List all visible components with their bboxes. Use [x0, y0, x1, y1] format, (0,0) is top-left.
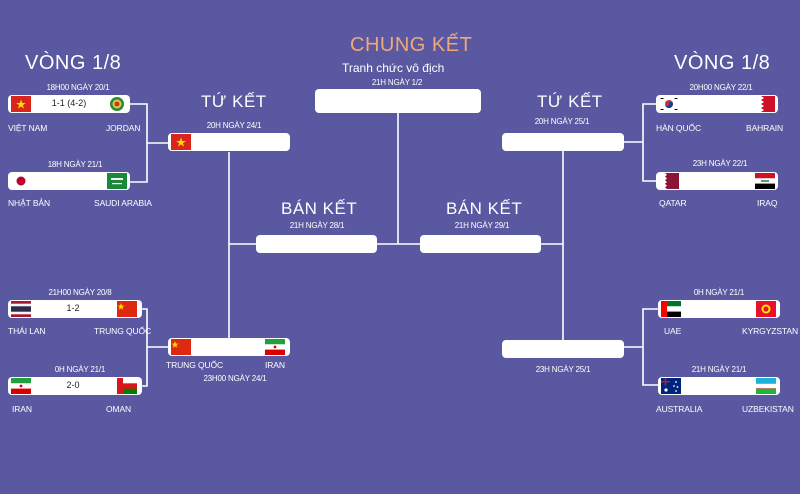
china-flag-icon — [171, 339, 191, 355]
sf-left-title: BÁN KẾT — [281, 199, 358, 218]
connector-left-r16-b — [142, 308, 148, 387]
iran-flag-icon — [11, 378, 31, 394]
match-time: 21H NGÀY 29/1 — [454, 221, 510, 230]
china-flag-icon — [117, 301, 137, 317]
match-score: 1-1 (4-2) — [51, 98, 87, 108]
kyrgyzstan-flag-icon — [756, 301, 776, 317]
team-name: UZBEKISTAN — [742, 404, 794, 414]
match-slot-uae-kyrgyzstan — [658, 300, 780, 318]
japan-flag-icon — [11, 173, 31, 189]
qf-left-title: TỨ KẾT — [201, 92, 267, 111]
r16-right-title: VÒNG 1/8 — [674, 52, 771, 74]
connector-right-r16-b — [642, 308, 658, 386]
team-name: JORDAN — [106, 123, 141, 133]
final-time: 21H NGÀY 1/2 — [371, 78, 423, 87]
qf-slot-left-2 — [168, 338, 290, 356]
match-slot-vietnam-jordan: 1-1 (4-2) — [8, 95, 130, 113]
match-time: 23H NGÀY 22/1 — [692, 159, 748, 168]
oman-flag-icon — [117, 378, 137, 394]
sf-slot-right — [420, 235, 541, 253]
australia-flag-icon — [661, 378, 681, 394]
match-time: 0H NGÀY 21/1 — [54, 365, 106, 374]
team-name: HÀN QUỐC — [656, 123, 702, 133]
iran-flag-icon — [265, 339, 285, 355]
match-time: 20H00 NGÀY 22/1 — [689, 83, 753, 92]
match-time: 23H00 NGÀY 24/1 — [203, 374, 267, 383]
team-name: SAUDI ARABIA — [94, 198, 152, 208]
match-score: 1-2 — [66, 303, 80, 313]
match-slot-korea-bahrain — [656, 95, 778, 113]
jordan-flag-icon — [107, 96, 127, 112]
thailand-flag-icon — [11, 301, 31, 317]
team-name: THÁI LAN — [8, 326, 46, 336]
match-time: 21H NGÀY 21/1 — [691, 365, 747, 374]
vietnam-flag-icon — [171, 134, 191, 150]
sf-slot-left — [256, 235, 377, 253]
match-time: 18H NGÀY 21/1 — [47, 160, 103, 169]
match-slot-thailand-china: 1-2 — [8, 300, 142, 318]
team-name: OMAN — [106, 404, 132, 414]
qatar-flag-icon — [659, 173, 679, 189]
final-subtitle: Tranh chức vô địch — [342, 61, 445, 75]
team-name: NHẬT BẢN — [8, 198, 51, 208]
match-slot-qatar-iraq — [656, 172, 778, 190]
sf-right-title: BÁN KẾT — [446, 199, 523, 218]
match-score: 2-0 — [66, 380, 80, 390]
match-time: 23H NGÀY 25/1 — [535, 365, 591, 374]
match-time: 18H00 NGÀY 20/1 — [46, 83, 110, 92]
final-slot — [315, 89, 481, 113]
iraq-flag-icon — [755, 173, 775, 189]
r16-left-title: VÒNG 1/8 — [25, 52, 122, 74]
match-time: 0H NGÀY 21/1 — [693, 288, 745, 297]
uzbekistan-flag-icon — [756, 378, 776, 394]
qf-slot-left-1 — [168, 133, 290, 151]
south-korea-flag-icon — [659, 96, 679, 112]
match-time: 20H NGÀY 24/1 — [206, 121, 262, 130]
team-name: TRUNG QUỐC — [94, 326, 152, 336]
qf-right-title: TỨ KẾT — [537, 92, 603, 111]
team-name: TRUNG QUỐC — [166, 360, 224, 370]
team-name: IRAN — [12, 404, 32, 414]
match-slot-japan-saudi — [8, 172, 130, 190]
team-name: QATAR — [659, 198, 687, 208]
final-title: CHUNG KẾT — [350, 34, 473, 56]
bahrain-flag-icon — [755, 96, 775, 112]
vietnam-flag-icon — [11, 96, 31, 112]
connector-left-r16-a — [130, 103, 148, 183]
team-name: AUSTRALIA — [656, 404, 703, 414]
team-name: UAE — [664, 326, 682, 336]
uae-flag-icon — [661, 301, 681, 317]
qf-slot-right-2 — [502, 340, 624, 358]
saudi-arabia-flag-icon — [107, 173, 127, 189]
match-slot-australia-uzbekistan — [658, 377, 780, 395]
team-name: KYRGYZSTAN — [742, 326, 798, 336]
match-time: 21H00 NGÀY 20/8 — [48, 288, 112, 297]
team-name: IRAN — [265, 360, 285, 370]
team-name: VIỆT NAM — [8, 123, 48, 133]
connector-right-r16-a — [642, 103, 656, 182]
team-name: BAHRAIN — [746, 123, 784, 133]
match-time: 21H NGÀY 28/1 — [289, 221, 345, 230]
match-slot-iran-oman: 2-0 — [8, 377, 142, 395]
team-name: IRAQ — [757, 198, 778, 208]
qf-slot-right-1 — [502, 133, 624, 151]
match-time: 20H NGÀY 25/1 — [534, 117, 590, 126]
